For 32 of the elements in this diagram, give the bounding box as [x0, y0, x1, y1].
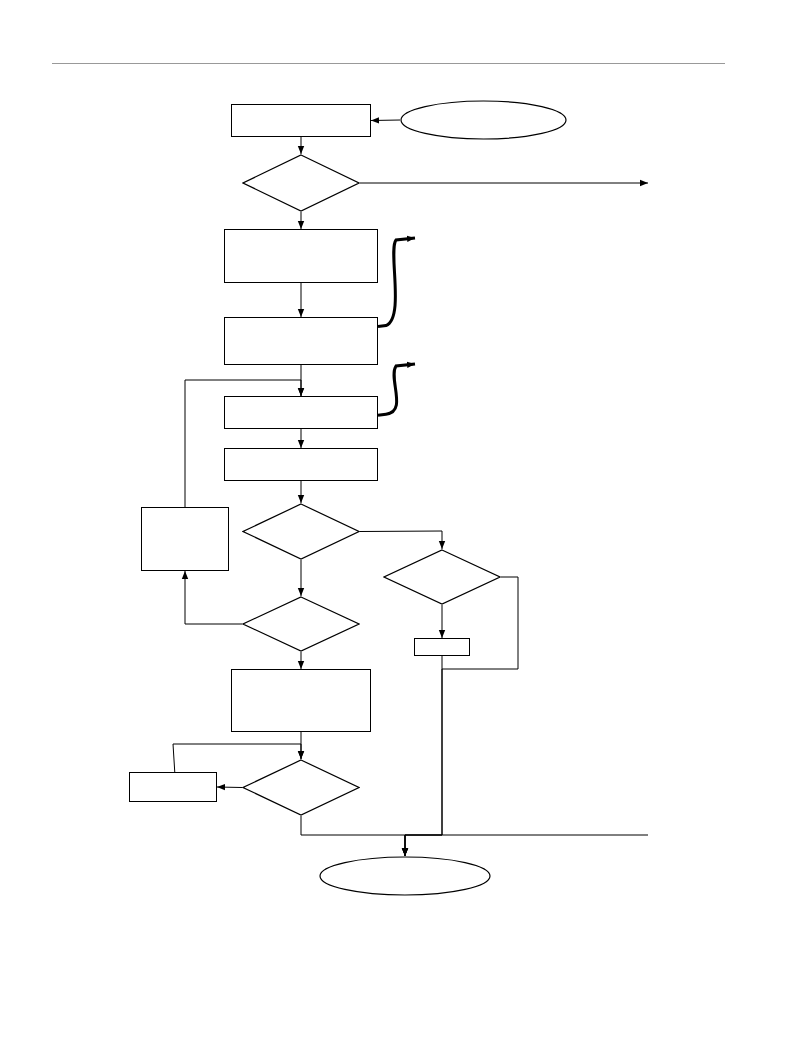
- arrow: [297, 282, 305, 318]
- decision-diamond: [242, 503, 360, 560]
- process-box: [224, 229, 378, 283]
- arrow: [297, 480, 305, 504]
- process-box: [224, 317, 378, 365]
- arrow: [370, 117, 401, 124]
- arrow: [297, 428, 305, 449]
- process-box: [224, 396, 378, 429]
- process-box: [231, 669, 371, 732]
- process-box: [141, 507, 229, 571]
- decision-diamond: [242, 759, 360, 816]
- arrow: [297, 559, 305, 597]
- process-box: [224, 448, 378, 481]
- arrow: [401, 834, 649, 857]
- decision-diamond: [242, 596, 360, 652]
- arrow: [172, 743, 305, 773]
- arrow: [359, 179, 649, 187]
- decision-diamond: [242, 154, 360, 212]
- arrow: [297, 651, 305, 670]
- arrow: [184, 379, 305, 508]
- process-box: [414, 638, 470, 656]
- process-box: [129, 772, 217, 802]
- arrow: [297, 211, 305, 230]
- arrow: [216, 783, 243, 791]
- process-box: [231, 104, 371, 137]
- decision-diamond: [383, 549, 501, 605]
- terminal-ellipse: [319, 856, 491, 896]
- arrow: [181, 570, 243, 625]
- arrow: [438, 604, 446, 639]
- terminal-ellipse: [400, 100, 567, 140]
- arrow: [297, 136, 305, 155]
- arrow: [359, 530, 446, 550]
